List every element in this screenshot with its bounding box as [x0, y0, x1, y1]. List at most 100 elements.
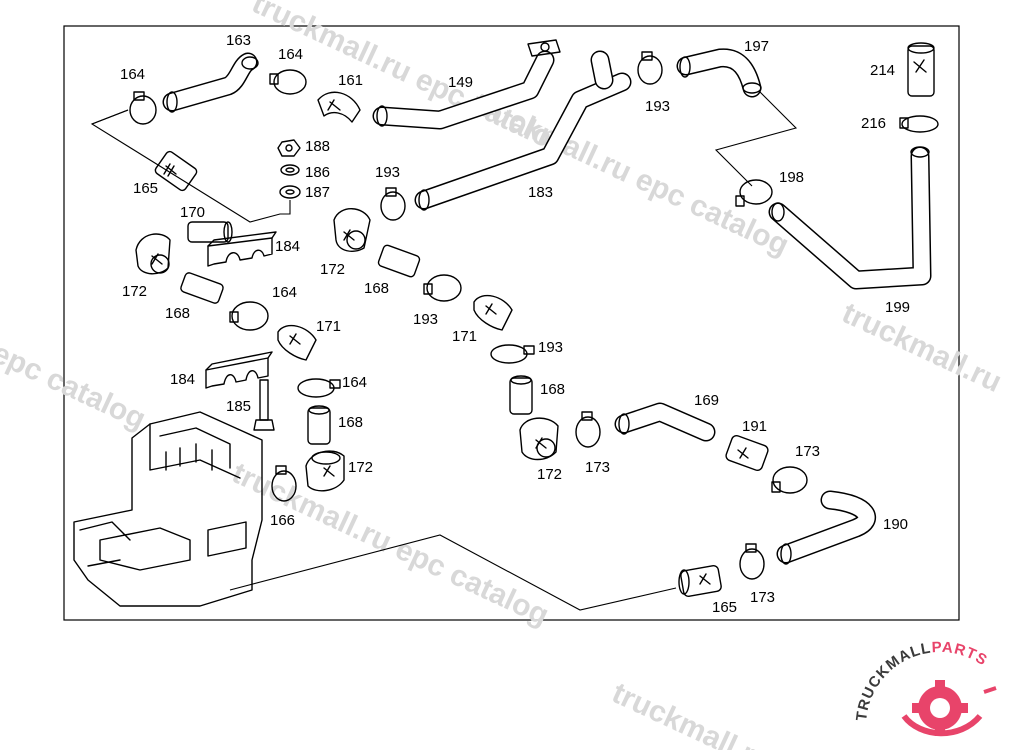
- bolt-185: [253, 379, 275, 431]
- watermark-text-5: truckmall.ru epc catalog: [227, 456, 554, 632]
- clamp-173-c: [739, 543, 765, 580]
- callout-198: 198: [779, 169, 804, 186]
- diagram-frame: [63, 25, 960, 621]
- sleeve-168b: [377, 244, 421, 278]
- callout-184: 184: [170, 371, 195, 388]
- elbow-172b: [333, 208, 371, 252]
- hose-183: [414, 50, 632, 211]
- callout-173: 173: [750, 589, 775, 606]
- callout-172: 172: [537, 466, 562, 483]
- watermark-text-3: truckmall.ru: [837, 296, 1007, 398]
- callout-190: 190: [883, 516, 908, 533]
- callout-172: 172: [348, 459, 373, 476]
- callout-labels: 163 164 164 161 149 193 197 214 216 188 …: [120, 32, 910, 616]
- hose-clamps: [129, 51, 939, 580]
- washer-187: [279, 185, 301, 199]
- callout-197: 197: [744, 38, 769, 55]
- clamp-173-a: [575, 411, 601, 448]
- hose-163: [162, 52, 259, 113]
- callout-166: 166: [270, 512, 295, 529]
- callout-165: 165: [133, 180, 158, 197]
- callout-165: 165: [712, 599, 737, 616]
- engine-block: [73, 411, 263, 607]
- elbow-161: [317, 91, 361, 123]
- hose-149: [372, 39, 561, 130]
- sleeve-168d: [509, 375, 533, 415]
- nut-188: [277, 139, 301, 157]
- callout-171: 171: [316, 318, 341, 335]
- leader-line: [714, 91, 798, 187]
- brand-logo[interactable]: TRUCKMALLPARTS: [853, 639, 997, 737]
- watermark-text-6: truckmall.ru: [607, 676, 777, 750]
- callout-184: 184: [275, 238, 300, 255]
- callout-149: 149: [448, 74, 473, 91]
- clamp-164-b: [269, 69, 307, 95]
- clamp-193-a: [637, 51, 663, 85]
- clamp-193-d: [490, 344, 535, 364]
- sleeve-165-top: [154, 150, 198, 192]
- callout-172: 172: [320, 261, 345, 278]
- callout-164: 164: [278, 46, 303, 63]
- callout-193: 193: [538, 339, 563, 356]
- leader-line: [91, 109, 129, 125]
- callout-193: 193: [645, 98, 670, 115]
- watermark-text-4: epc catalog: [0, 336, 151, 436]
- hose-169: [614, 402, 716, 442]
- callout-173: 173: [795, 443, 820, 460]
- bracket-184-bottom: [205, 351, 273, 389]
- callout-187: 187: [305, 184, 330, 201]
- clamp-216: [899, 115, 939, 133]
- callout-199: 199: [885, 299, 910, 316]
- elbow-172d: [519, 417, 559, 461]
- clamp-193-c: [423, 274, 462, 302]
- callout-168: 168: [165, 305, 190, 322]
- callout-185: 185: [226, 398, 251, 415]
- callout-188: 188: [305, 138, 330, 155]
- hose-199: [768, 146, 932, 290]
- callout-193: 193: [413, 311, 438, 328]
- callout-168: 168: [364, 280, 389, 297]
- callout-161: 161: [338, 72, 363, 89]
- clamp-166: [271, 465, 297, 502]
- callout-164: 164: [272, 284, 297, 301]
- callout-214: 214: [870, 62, 895, 79]
- callout-164: 164: [120, 66, 145, 83]
- callout-186: 186: [305, 164, 330, 181]
- callout-193: 193: [375, 164, 400, 181]
- clamp-193-b: [380, 187, 406, 221]
- leader-line: [229, 534, 677, 611]
- callout-172: 172: [122, 283, 147, 300]
- callout-173: 173: [585, 459, 610, 476]
- clamp-198: [735, 179, 773, 207]
- callout-183: 183: [528, 184, 553, 201]
- hose-190: [776, 490, 876, 565]
- callout-191: 191: [742, 418, 767, 435]
- callout-171: 171: [452, 328, 477, 345]
- sleeve-168c: [307, 405, 331, 445]
- callout-170: 170: [180, 204, 205, 221]
- elbow-172c: [305, 450, 345, 492]
- callout-164: 164: [342, 374, 367, 391]
- clamp-164-c: [229, 301, 269, 331]
- bracket-184-top: [207, 231, 277, 267]
- sleeve-170: [187, 221, 233, 243]
- callout-216: 216: [861, 115, 886, 132]
- sleeve-191: [725, 434, 769, 472]
- leader-lines: [90, 91, 798, 611]
- clamp-164-a: [129, 91, 157, 125]
- washer-186: [280, 164, 300, 176]
- clamp-173-b: [771, 466, 808, 494]
- sleeve-165-bottom: [678, 564, 722, 598]
- elbow-171a: [277, 324, 317, 361]
- hose-197: [676, 48, 762, 98]
- callout-163: 163: [226, 32, 251, 49]
- sleeve-168a: [180, 272, 224, 304]
- callout-168: 168: [338, 414, 363, 431]
- sleeve-214: [907, 42, 935, 97]
- elbow-171b: [473, 294, 513, 331]
- elbow-172a: [135, 233, 171, 275]
- callout-169: 169: [694, 392, 719, 409]
- gear-icon: [901, 680, 997, 737]
